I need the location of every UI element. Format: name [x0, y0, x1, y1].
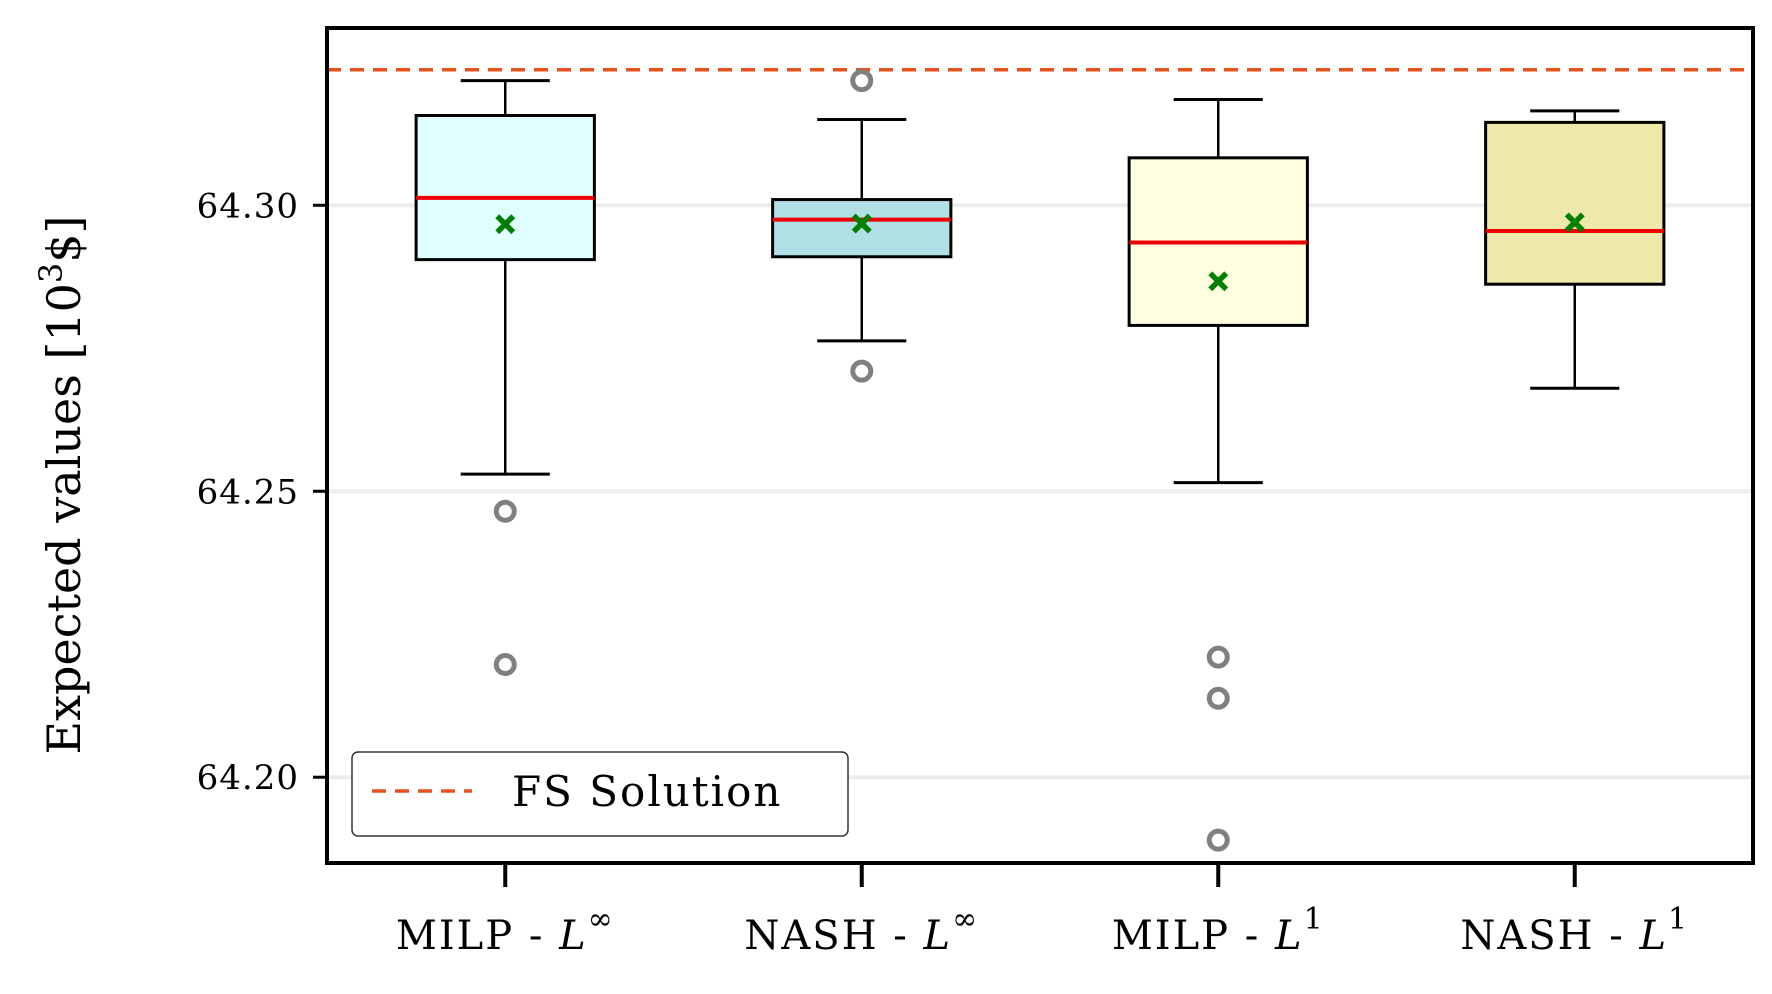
y-axis-label-text: Expected values [10 [37, 283, 91, 754]
box-0 [414, 114, 596, 262]
x-tick-label-1: NASH - L∞ [744, 902, 979, 959]
x-tick-label-sep-3: - [1595, 913, 1640, 959]
x-tick-label-3: NASH - L1 [1460, 902, 1689, 959]
legend: FS Solution [351, 751, 849, 837]
box-group-2 [1127, 97, 1309, 852]
box-3 [1484, 120, 1666, 286]
plot-frame [325, 26, 1755, 865]
mean-marker-3 [1564, 212, 1585, 233]
outlier-0-0 [493, 499, 517, 523]
legend-label-fs-solution: FS Solution [512, 767, 782, 816]
x-tick-label-name-3: NASH [1460, 913, 1594, 959]
y-tick-label-1: 64.25 [197, 472, 299, 512]
x-tick-label-exp-0: ∞ [588, 902, 615, 937]
x-tick-label-2: MILP - L1 [1112, 902, 1325, 959]
x-tick-label-sep-2: - [1230, 913, 1275, 959]
x-tick-label-symbol-3: L [1638, 913, 1668, 959]
outlier-0-1 [493, 653, 517, 677]
y-axis-ticks: 64.20 64.25 64.30 [197, 186, 327, 798]
box-group-0 [414, 79, 596, 677]
x-tick-label-0: MILP - L∞ [396, 902, 615, 959]
mean-marker-2 [1208, 271, 1229, 292]
mean-marker-1 [851, 213, 872, 234]
x-tick-label-symbol-2: L [1274, 913, 1304, 959]
legend-box [351, 751, 849, 837]
y-tick-label-2: 64.30 [197, 186, 299, 226]
box-1 [771, 198, 953, 259]
outlier-2-2 [1206, 828, 1230, 852]
outlier-1-1 [850, 359, 874, 383]
x-tick-label-name-2: MILP [1112, 913, 1230, 959]
y-axis-label: Expected values [103$] [32, 216, 91, 755]
x-tick-label-sep-0: - [514, 913, 559, 959]
x-tick-label-name-1: NASH [744, 913, 878, 959]
outlier-2-1 [1206, 686, 1230, 710]
box-group-1 [771, 69, 953, 383]
y-axis-label-exponent: 3 [32, 263, 70, 283]
x-tick-label-exp-1: ∞ [952, 902, 979, 937]
outlier-2-0 [1206, 645, 1230, 669]
x-tick-label-exp-2: 1 [1304, 902, 1325, 937]
x-tick-label-symbol-1: L [923, 913, 953, 959]
x-tick-label-exp-3: 1 [1668, 902, 1689, 937]
box-group-3 [1484, 109, 1666, 390]
x-tick-label-sep-1: - [879, 913, 924, 959]
x-tick-label-name-0: MILP [396, 913, 514, 959]
boxes [414, 69, 1666, 852]
x-tick-label-symbol-0: L [558, 913, 588, 959]
y-tick-label-0: 64.20 [197, 758, 299, 798]
y-axis-label-unit: $] [37, 216, 91, 263]
gridlines [327, 203, 1753, 780]
mean-marker-0 [495, 214, 516, 235]
outlier-1-0 [850, 69, 874, 93]
